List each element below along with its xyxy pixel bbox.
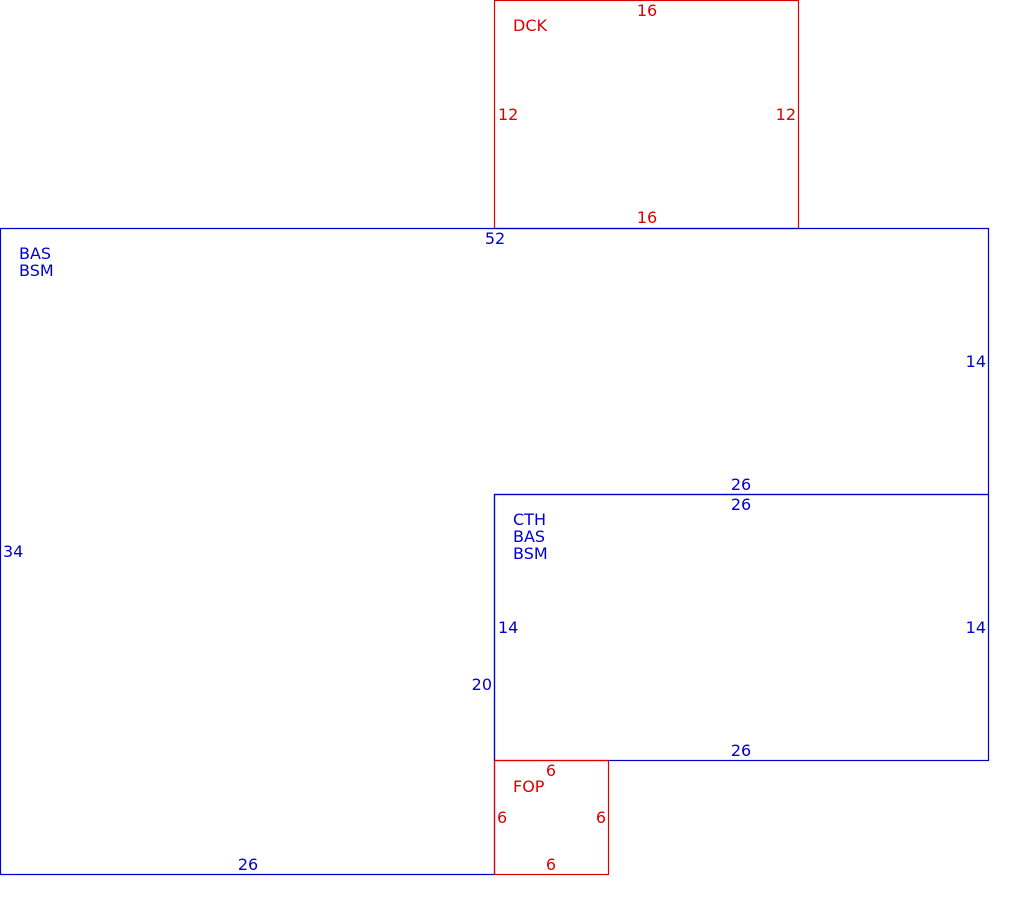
garage-code-2: BAS (513, 527, 545, 546)
garage-outline (493, 493, 990, 762)
main-area: BAS BSM 52 14 34 26 26 20 (0, 227, 990, 876)
garage-code-1: CTH (513, 510, 546, 529)
porch-dim-right: 6 (596, 808, 606, 827)
main-dim-right: 14 (966, 352, 986, 371)
garage-dim-right: 14 (966, 618, 986, 637)
deck-dim-top: 16 (637, 1, 657, 20)
deck-code: DCK (513, 16, 547, 35)
deck-area: DCK 16 12 12 16 (493, 0, 800, 230)
garage-code-3: BSM (513, 544, 548, 563)
main-dim-bottom: 26 (238, 855, 258, 874)
porch-area: FOP 6 6 6 6 (493, 759, 610, 876)
main-dim-left: 34 (3, 542, 23, 561)
deck-dim-bottom: 16 (637, 208, 657, 227)
main-dim-inner-left: 20 (472, 675, 492, 694)
main-code-2: BSM (19, 261, 54, 280)
main-dim-inner-top: 26 (731, 475, 751, 494)
porch-dim-bottom: 6 (546, 855, 556, 874)
porch-code: FOP (513, 777, 545, 796)
garage-area: CTH BAS BSM 26 14 14 26 (493, 493, 990, 762)
porch-dim-top: 6 (546, 761, 556, 780)
garage-dim-bottom: 26 (731, 741, 751, 760)
garage-dim-top: 26 (731, 495, 751, 514)
main-dim-top: 52 (485, 229, 505, 248)
deck-dim-right: 12 (776, 105, 796, 124)
garage-dim-left: 14 (498, 618, 518, 637)
porch-outline (493, 759, 610, 876)
main-code-1: BAS (19, 244, 51, 263)
deck-dim-left: 12 (498, 105, 518, 124)
porch-dim-left: 6 (497, 808, 507, 827)
